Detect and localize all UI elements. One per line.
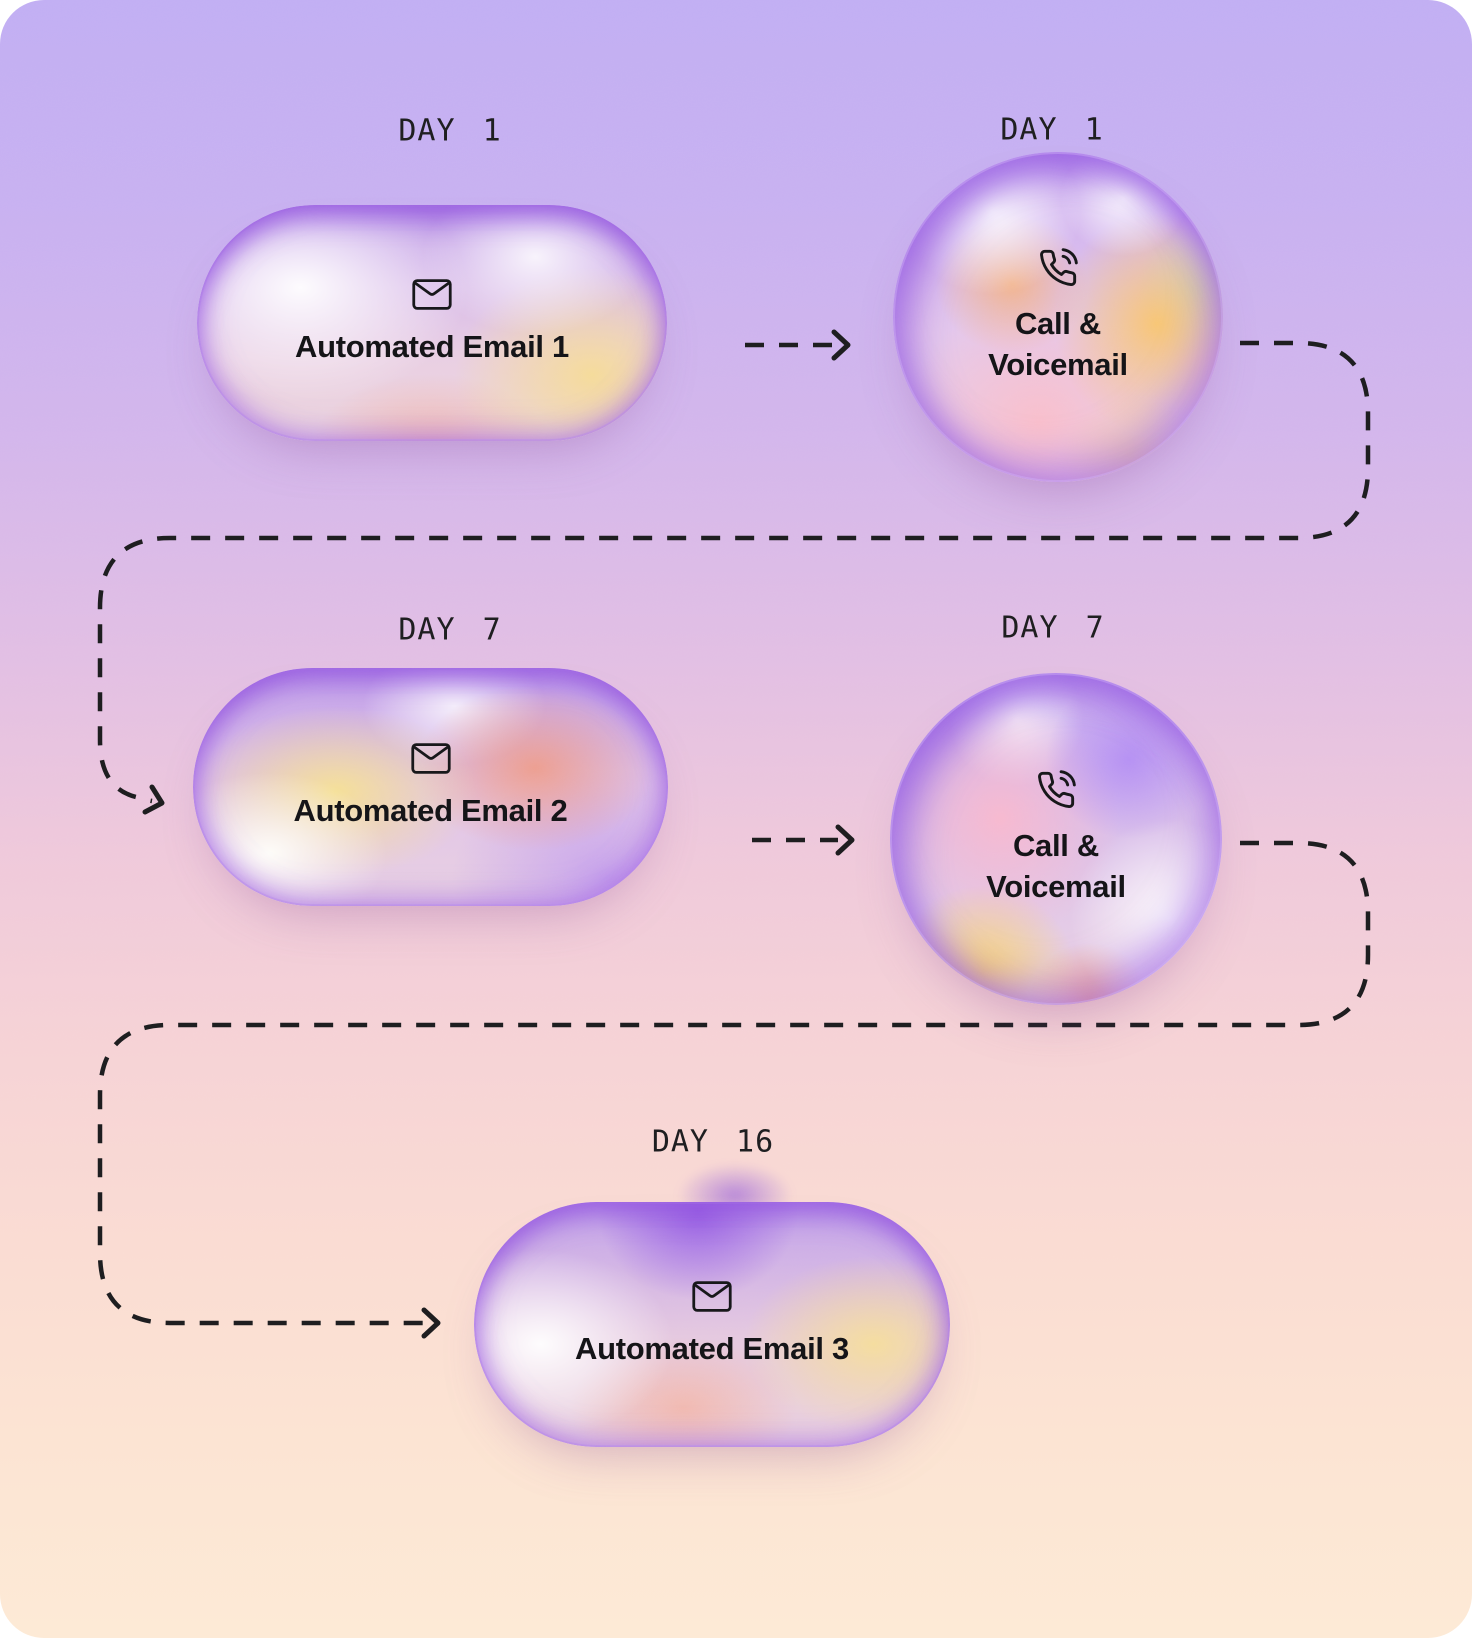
arrowhead-email2-call2 xyxy=(835,824,855,856)
phone-icon xyxy=(1038,770,1076,809)
node-automated-email-1: Automated Email 1 xyxy=(197,205,667,441)
arrowhead-email1-call1 xyxy=(831,329,851,361)
envelope-icon xyxy=(412,279,452,310)
day-label-email1: DAY 1 xyxy=(398,113,502,149)
node-label: Automated Email 3 xyxy=(575,1330,849,1366)
node-label: Automated Email 2 xyxy=(293,793,568,829)
envelope-icon xyxy=(692,1280,732,1312)
node-label: Call & Voicemail xyxy=(988,306,1128,382)
arrowhead-call1-email2 xyxy=(142,784,165,815)
node-automated-email-2: Automated Email 2 xyxy=(193,668,668,906)
phone-icon xyxy=(1040,248,1078,287)
day-label-email2: DAY 7 xyxy=(398,612,502,648)
node-label: Call & Voicemail xyxy=(986,828,1126,904)
day-label-email3: DAY 16 xyxy=(651,1124,775,1160)
node-automated-email-3: Automated Email 3 xyxy=(474,1202,950,1447)
node-call-voicemail-2: Call & Voicemail xyxy=(890,673,1222,1005)
envelope-icon xyxy=(410,743,451,774)
node-label: Automated Email 1 xyxy=(295,329,569,365)
node-call-voicemail-1: Call & Voicemail xyxy=(893,152,1223,482)
day-label-call2: DAY 7 xyxy=(1001,610,1105,646)
day-label-call1: DAY 1 xyxy=(1000,112,1104,148)
arrowhead-call2-email3 xyxy=(421,1307,441,1339)
